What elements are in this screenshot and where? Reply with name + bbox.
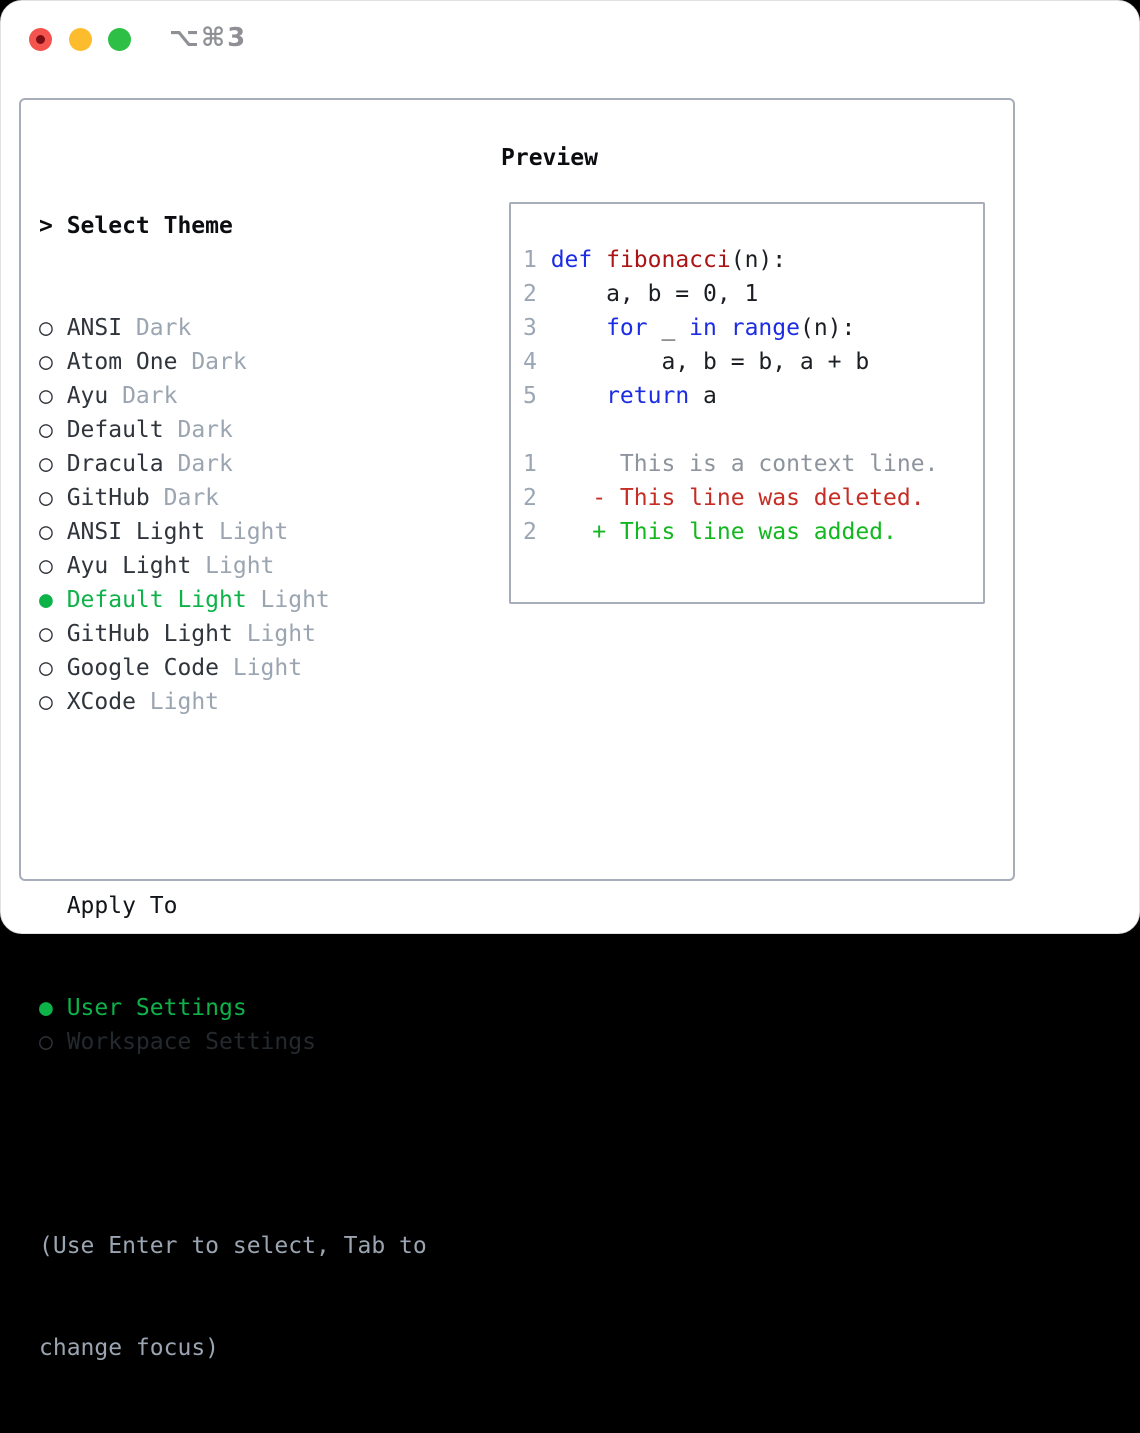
theme-name: GitHub bbox=[66, 485, 150, 511]
theme-variant: Light bbox=[246, 621, 316, 647]
theme-name: Google Code bbox=[66, 655, 220, 681]
radio-icon: ○ bbox=[39, 383, 53, 409]
window-title: ⌥⌘3 bbox=[169, 23, 248, 53]
theme-variant: Dark bbox=[177, 417, 233, 443]
radio-icon: ○ bbox=[39, 1029, 53, 1055]
theme-variant: Light bbox=[149, 689, 220, 715]
radio-icon: ○ bbox=[39, 315, 53, 341]
line-number: 3 bbox=[523, 315, 551, 341]
theme-option-ansi-light[interactable]: ○ ANSI Light Light bbox=[39, 515, 427, 549]
theme-variant: Dark bbox=[163, 485, 220, 511]
theme-variant: Light bbox=[219, 519, 289, 545]
code-line: 1 This is a context line. bbox=[523, 447, 938, 481]
radio-icon: ○ bbox=[39, 519, 53, 545]
radio-icon: ● bbox=[39, 587, 53, 613]
theme-variant: Light bbox=[205, 553, 275, 579]
theme-name: Dracula bbox=[66, 451, 164, 477]
line-number: 2 bbox=[523, 485, 551, 511]
line-number: 2 bbox=[523, 519, 551, 545]
theme-name: ANSI bbox=[66, 315, 123, 341]
preview-header: Preview bbox=[501, 141, 598, 175]
code-line: 2 a, b = 0, 1 bbox=[523, 277, 938, 311]
radio-icon: ○ bbox=[39, 485, 53, 511]
prompt-caret-icon: > bbox=[39, 213, 53, 239]
theme-name: Ayu bbox=[66, 383, 109, 409]
theme-name: ANSI Light bbox=[66, 519, 206, 545]
radio-icon: ○ bbox=[39, 553, 53, 579]
theme-option-default[interactable]: ○ Default Dark bbox=[39, 413, 427, 447]
close-icon[interactable] bbox=[29, 28, 52, 51]
hint-text-line2: change focus) bbox=[39, 1335, 220, 1361]
theme-variant: Light bbox=[260, 587, 330, 613]
theme-option-ayu-light[interactable]: ○ Ayu Light Light bbox=[39, 549, 427, 583]
line-number: 2 bbox=[523, 281, 551, 307]
zoom-icon[interactable] bbox=[108, 28, 131, 51]
line-number: 1 bbox=[523, 451, 551, 477]
code-line: 1 def fibonacci(n): bbox=[523, 243, 938, 277]
code-line: 4 a, b = b, a + b bbox=[523, 345, 938, 379]
apply-to-header: Apply To bbox=[39, 889, 427, 923]
apply-option-workspace-settings[interactable]: ○ Workspace Settings bbox=[39, 1025, 427, 1059]
apply-option-user-settings[interactable]: ● User Settings bbox=[39, 991, 427, 1025]
radio-icon: ○ bbox=[39, 417, 53, 443]
code-line: 3 for _ in range(n): bbox=[523, 311, 938, 345]
theme-option-dracula[interactable]: ○ Dracula Dark bbox=[39, 447, 427, 481]
preview-title: Preview bbox=[501, 145, 598, 171]
code-line: 2 + This line was added. bbox=[523, 515, 938, 549]
theme-variant: Dark bbox=[191, 349, 247, 375]
code-line bbox=[523, 413, 938, 447]
radio-icon: ○ bbox=[39, 689, 53, 715]
theme-option-google-code[interactable]: ○ Google Code Light bbox=[39, 651, 427, 685]
line-number: 5 bbox=[523, 383, 551, 409]
theme-option-default-light[interactable]: ● Default Light Light bbox=[39, 583, 427, 617]
theme-option-github[interactable]: ○ GitHub Dark bbox=[39, 481, 427, 515]
theme-variant: Dark bbox=[135, 315, 192, 341]
theme-name: Atom One bbox=[66, 349, 178, 375]
radio-icon: ○ bbox=[39, 451, 53, 477]
apply-option-label: User Settings bbox=[66, 995, 247, 1021]
apply-option-label: Workspace Settings bbox=[66, 1029, 316, 1055]
theme-variant: Light bbox=[232, 655, 303, 681]
theme-name: Default bbox=[66, 417, 164, 443]
radio-icon: ● bbox=[39, 995, 53, 1021]
select-theme-header: > Select Theme bbox=[39, 209, 427, 243]
code-line: 5 return a bbox=[523, 379, 938, 413]
hint-text-line1: (Use Enter to select, Tab to bbox=[39, 1233, 427, 1259]
apply-to-list: ● User Settings ○ Workspace Settings bbox=[39, 991, 427, 1059]
apply-to-title: Apply To bbox=[66, 893, 178, 919]
theme-option-ansi[interactable]: ○ ANSI Dark bbox=[39, 311, 427, 345]
theme-variant: Dark bbox=[122, 383, 178, 409]
theme-option-atom-one[interactable]: ○ Atom One Dark bbox=[39, 345, 427, 379]
theme-name: Default Light bbox=[66, 587, 247, 613]
radio-icon: ○ bbox=[39, 349, 53, 375]
code-line: 2 - This line was deleted. bbox=[523, 481, 938, 515]
select-theme-title: Select Theme bbox=[66, 213, 233, 239]
line-number: 4 bbox=[523, 349, 551, 375]
theme-option-github-light[interactable]: ○ GitHub Light Light bbox=[39, 617, 427, 651]
titlebar: ⌥⌘3 bbox=[1, 1, 1139, 77]
radio-icon: ○ bbox=[39, 621, 53, 647]
theme-name: XCode bbox=[66, 689, 136, 715]
minimize-icon[interactable] bbox=[69, 28, 92, 51]
theme-name: GitHub Light bbox=[66, 621, 233, 647]
theme-variant: Dark bbox=[177, 451, 233, 477]
line-number: 1 bbox=[523, 247, 551, 273]
theme-option-ayu[interactable]: ○ Ayu Dark bbox=[39, 379, 427, 413]
spacer bbox=[39, 787, 427, 821]
preview-box bbox=[509, 202, 985, 604]
spacer bbox=[39, 1127, 427, 1161]
theme-option-xcode[interactable]: ○ XCode Light bbox=[39, 685, 427, 719]
theme-name: Ayu Light bbox=[66, 553, 192, 579]
radio-icon: ○ bbox=[39, 655, 53, 681]
